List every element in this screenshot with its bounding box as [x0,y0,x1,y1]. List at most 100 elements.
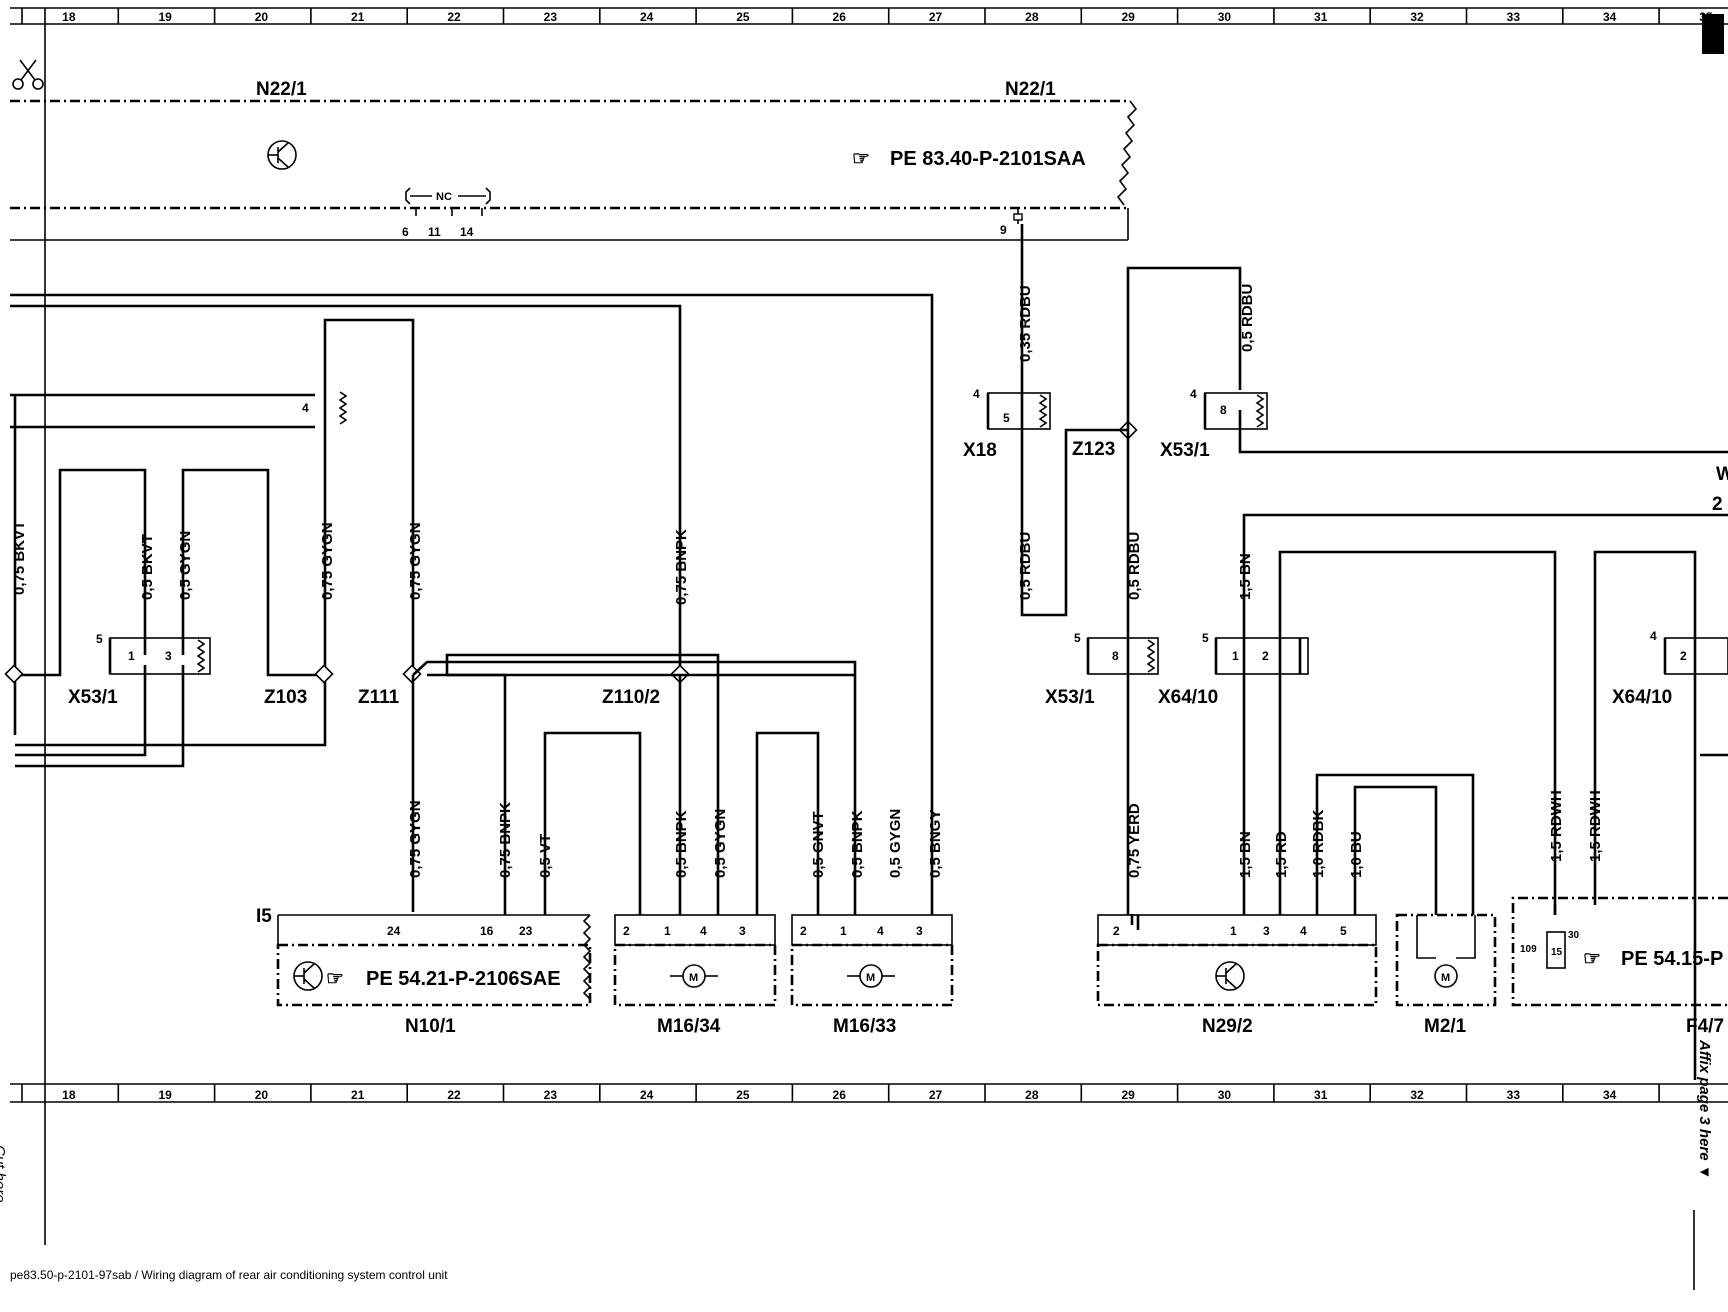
pin-1: 1 [1232,649,1239,663]
wire-label: 1,5 RD [1273,831,1290,878]
pin-1: 1 [664,924,671,938]
wire-label: 0,5 RDBU [1017,532,1034,600]
pin-4: 4 [1190,387,1197,401]
x53-mid-label: X53/1 [1045,687,1095,708]
pin-5: 5 [1074,631,1081,645]
svg-text:M: M [1441,972,1450,984]
scissors-icon [12,59,44,90]
grid-number: 27 [929,1088,943,1102]
grid-number: 21 [351,1088,365,1102]
pin-3: 3 [165,649,172,663]
pin-11: 11 [428,225,441,239]
wire-label: 0,5 GNVT [810,811,827,878]
transistor-icon [1215,961,1245,991]
x53-mid-connector: 5 8 X53/1 [1045,631,1159,708]
z111-label: Z111 [358,687,400,708]
x53-left-label: X53/1 [68,687,118,708]
motor-icon: M [1434,964,1458,988]
pin-1: 1 [840,924,847,938]
w-label: W [1716,464,1728,485]
motor-icon: M [670,964,718,988]
grid-number: 21 [351,10,365,24]
wire-label: 0,75 BNPK [497,802,514,878]
wire-label: 0,35 RDBU [1017,285,1034,362]
grid-number: 26 [833,10,847,24]
grid-number: 18 [62,1088,76,1102]
splice-points: Z103 Z111 Z110/2 Z123 [4,420,1138,708]
top-grid-ruler: 181920212223242526272829303132333435 [10,7,1728,25]
grid-number: 31 [1314,1088,1328,1102]
x53-top-connector: 4 8 X53/1 [1160,387,1268,461]
n22-control-unit: N22/1 N22/1 ☞ PE 83.40-P-2101SAA NC 6 11… [10,79,1138,241]
cut-here-label: Cut here [0,1145,8,1203]
m16-33-label: M16/33 [833,1016,896,1037]
pin-9: 9 [1000,223,1007,237]
wire-label: 0,75 GYGN [407,800,424,878]
x53-top-label: X53/1 [1160,440,1210,461]
pin-4: 4 [700,924,707,938]
pe-ref-main: PE 83.40-P-2101SAA [890,148,1086,170]
grid-number: 20 [255,10,269,24]
grid-number: 29 [1121,10,1135,24]
grid-number: 23 [544,1088,558,1102]
n29-component: 2 1 3 4 5 N29/2 [1096,914,1378,1037]
grid-number: 23 [544,10,558,24]
nc-label: NC [436,191,452,203]
wire-label: 0,5 RDBU [1126,532,1143,600]
left-wiring [10,293,934,915]
grid-number: 19 [158,10,172,24]
grid-number: 27 [929,10,943,24]
grid-number: 25 [736,1088,750,1102]
wire-label: 0,5 GYGN [712,809,729,878]
m16-34-motor: M 2 1 4 3 M16/34 [613,914,777,1037]
wire-label: 0,5 BNGY [927,810,944,878]
pin-2: 2 [1680,649,1687,663]
pin-2: 2 [623,924,630,938]
grid-number: 18 [62,10,76,24]
motor-icon: M [847,964,895,988]
n10-component: I5 ☞ PE 54.21-P-2106SAE 24 16 23 N10/1 [256,906,592,1037]
f47-label: F4/7 [1686,1016,1724,1037]
grid-number: 34 [1603,10,1617,24]
pin-1: 1 [128,649,135,663]
wire-label: 0,75 GYGN [407,522,424,600]
pin-6: 6 [402,225,409,239]
grid-number: 24 [640,1088,654,1102]
pointing-hand-icon: ☞ [326,968,344,990]
pe-ref-n10: PE 54.21-P-2106SAE [366,968,561,990]
wire-label: 0,75 YERD [1126,803,1143,878]
grid-number: 32 [1410,10,1424,24]
wire-label: 1,5 RDWH [1587,790,1604,862]
m16-34-label: M16/34 [657,1016,721,1037]
svg-text:M: M [689,972,698,984]
grid-number: 19 [158,1088,172,1102]
pin-4: 4 [302,401,309,415]
grid-number: 24 [640,10,654,24]
wire-label: 1,5 BN [1237,831,1254,878]
grid-number: 30 [1218,1088,1232,1102]
grid-number: 29 [1121,1088,1135,1102]
f47-fuse-box: 109 15 30 ☞ PE 54.15-P F4/7 [1511,896,1728,1037]
grid-number: 28 [1025,10,1039,24]
fuse-pin-15: 15 [1551,947,1563,958]
x64-mid-connector: 5 1 2 X64/10 [1158,631,1309,708]
n22-label-left: N22/1 [256,79,307,100]
wire-label: 0,5 VT [537,834,554,878]
fuse-pin-30: 30 [1568,930,1580,941]
grid-number: 32 [1410,1088,1424,1102]
z123-label: Z123 [1072,439,1115,460]
i5-label: I5 [256,906,272,927]
pin-8: 8 [1112,649,1119,663]
wire-label: 1,5 BN [1237,553,1254,600]
grid-number: 22 [447,1088,461,1102]
pin-1: 1 [1230,924,1237,938]
pin-5: 5 [1202,631,1209,645]
grid-number: 33 [1507,1088,1521,1102]
pe-ref-f: PE 54.15-P [1621,948,1723,970]
pin-2: 2 [1262,649,1269,663]
m2-label: M2/1 [1424,1016,1467,1037]
pin-5: 5 [1340,924,1347,938]
pin-3: 3 [916,924,923,938]
